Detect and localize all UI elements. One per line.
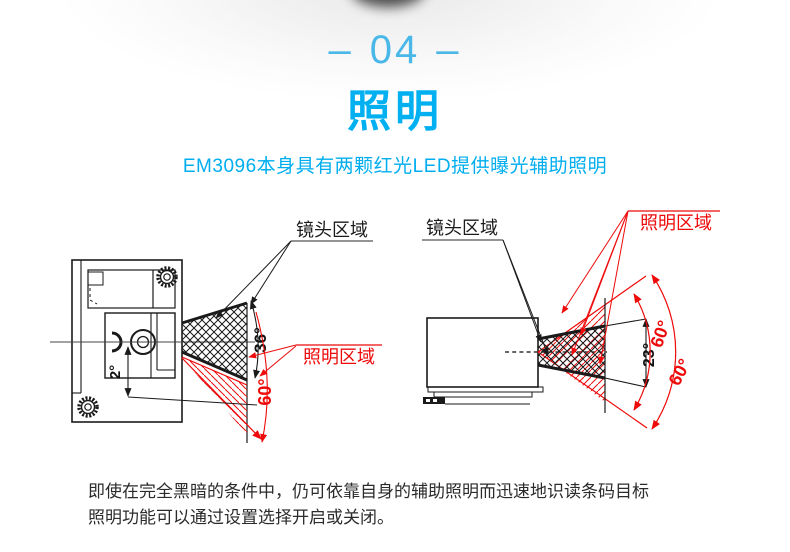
description-paragraph: 即使在完全黑暗的条件中，仍可依靠自身的辅助照明而迅速地识读条码目标 照明功能可以… <box>88 479 728 531</box>
screw-gear-top-right <box>156 266 178 288</box>
left-diagram-top-view: 36° 60° 2° 镜头区域 照明区域 <box>50 220 382 443</box>
lens-area-callout: 镜头区域 <box>422 218 549 356</box>
lens-angle-arc <box>249 300 261 379</box>
lens-area-label: 镜头区域 <box>426 218 498 238</box>
section-dash-left: – <box>328 28 354 72</box>
scanner-module-side-view <box>423 317 544 405</box>
section-dash-right: – <box>436 28 462 72</box>
lens-area-callout: 镜头区域 <box>215 220 373 319</box>
tilt-angle-value: 2° <box>107 365 124 379</box>
page-subtitle: EM3096本身具有两颗红光LED提供曝光辅助照明 <box>182 156 608 177</box>
illumination-area-label: 照明区域 <box>640 213 712 233</box>
header: – 04 – 照明 EM3096本身具有两颗红光LED提供曝光辅助照明 <box>0 28 790 178</box>
illumination-angle-outer-value: 60° <box>664 355 694 388</box>
lens-cone <box>537 298 606 413</box>
description-line-2: 照明功能可以通过设置选择开启或关闭。 <box>88 508 394 527</box>
right-diagram-side-view: 23° 60° 60° 镜头区域 照明区域 <box>422 210 720 430</box>
illumination-area-callout: 照明区域 <box>248 344 382 377</box>
illumination-cone <box>181 356 262 440</box>
lens-angle-value: 36° <box>251 327 270 353</box>
page-title: 照明 <box>347 87 443 136</box>
illumination-area-label: 照明区域 <box>303 347 375 367</box>
description-line-1: 即使在完全黑暗的条件中，仍可依靠自身的辅助照明而迅速地识读条码目标 <box>88 482 649 501</box>
illumination-area-callout: 照明区域 <box>561 210 720 365</box>
section-number-line: – 04 – <box>0 28 790 73</box>
tilt-dimension: 2° <box>107 346 258 406</box>
illumination-angle-arc <box>255 311 268 443</box>
lens-area-label: 镜头区域 <box>296 220 368 240</box>
section-number: 04 <box>369 28 421 72</box>
illumination-angle-inner-value: 60° <box>646 318 674 350</box>
scanner-module-top-view <box>71 259 183 423</box>
top-dark-circle-remnant <box>351 0 425 7</box>
screw-gear-bottom-left <box>77 396 99 418</box>
illumination-angle-value: 60° <box>255 378 275 405</box>
